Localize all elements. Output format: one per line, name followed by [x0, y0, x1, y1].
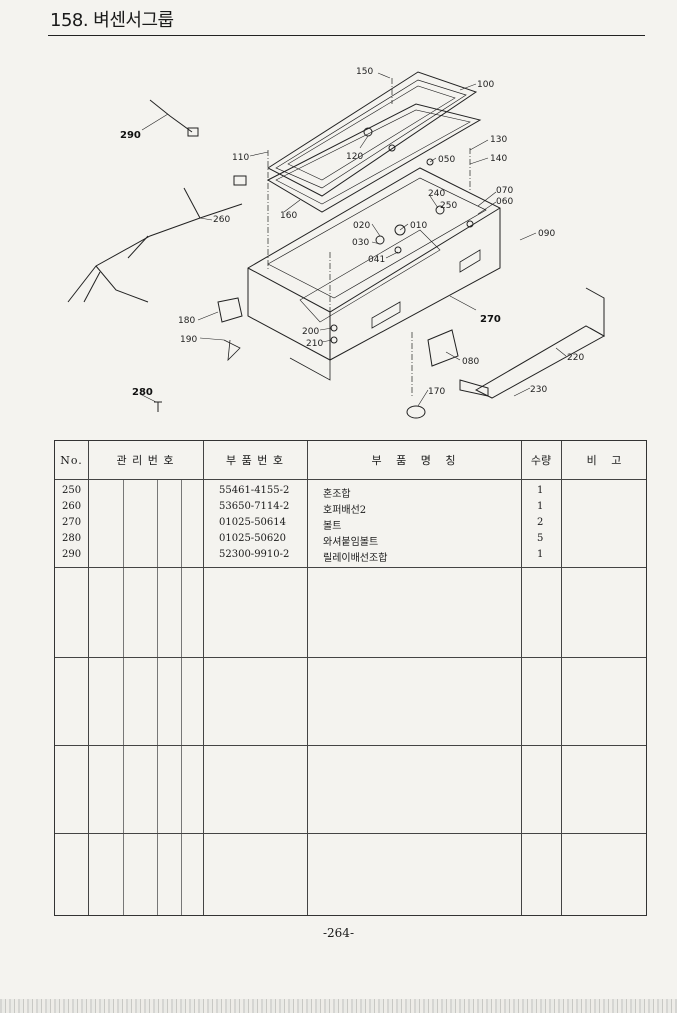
callout-010: 010 [410, 221, 427, 231]
callout-180: 180 [178, 316, 195, 326]
callout-060: 060 [496, 197, 513, 207]
callout-210: 210 [306, 339, 323, 349]
callout-130: 130 [490, 135, 507, 145]
row-part-name: 호퍼배선2 [323, 505, 367, 516]
row-part-no: 01025-50620 [219, 533, 287, 544]
parts-table: No. 관 리 번 호 부 품 번 호 부 품 명 칭 수량 비 고 250 5… [54, 440, 647, 916]
wire-harness [67, 203, 243, 303]
callout-041: 041 [368, 255, 385, 265]
row-qty: 1 [537, 549, 544, 560]
row-part-name: 와셔붙임볼트 [323, 537, 379, 548]
callout-070: 070 [496, 186, 513, 196]
row-part-name: 혼조합 [323, 489, 351, 500]
row-no: 270 [62, 517, 82, 528]
gasket-outline [266, 103, 482, 213]
title-divider [48, 35, 645, 36]
row-no: 260 [62, 501, 82, 512]
parts-diagram: 150 100 290 110 120 050 130 140 160 260 … [67, 67, 606, 419]
row-no: 250 [62, 485, 82, 496]
callout-labels: 150 100 290 110 120 050 130 140 160 260 … [120, 67, 584, 398]
callout-120: 120 [346, 152, 363, 162]
row-qty: 1 [537, 501, 544, 512]
callout-220: 220 [567, 353, 584, 363]
row-part-no: 52300-9910-2 [219, 549, 290, 560]
callout-160: 160 [280, 211, 297, 221]
callout-080: 080 [462, 357, 479, 367]
row-part-no: 01025-50614 [219, 517, 287, 528]
callout-030: 030 [352, 238, 369, 248]
row-part-name: 볼트 [323, 521, 342, 532]
callout-290: 290 [120, 130, 141, 141]
callout-140: 140 [490, 154, 507, 164]
callout-250: 250 [440, 201, 457, 211]
col-header-management-no: 관 리 번 호 [116, 454, 175, 467]
page-number: -264- [322, 926, 354, 940]
callout-190: 190 [180, 335, 197, 345]
connector [233, 175, 247, 186]
box-body [247, 167, 501, 361]
page-title: 158. 벼센서그룹 [50, 10, 174, 31]
callout-270: 270 [480, 314, 501, 325]
row-qty: 5 [537, 533, 544, 544]
callout-090: 090 [538, 229, 555, 239]
callout-150: 150 [356, 67, 373, 77]
callout-050: 050 [438, 155, 455, 165]
row-part-name: 릴레이배선조합 [323, 553, 388, 564]
callout-170: 170 [428, 387, 445, 397]
col-header-no: No. [60, 453, 83, 467]
callout-240: 240 [428, 189, 445, 199]
row-no: 290 [62, 549, 82, 560]
row-part-no: 55461-4155-2 [219, 485, 290, 496]
row-qty: 1 [537, 485, 544, 496]
lid-outline [267, 71, 478, 197]
cover-plate [427, 329, 459, 367]
callout-200: 200 [302, 327, 319, 337]
callout-020: 020 [353, 221, 370, 231]
col-header-part-name: 부 품 명 칭 [371, 454, 457, 467]
row-no: 280 [62, 533, 82, 544]
callout-280: 280 [132, 387, 153, 398]
callout-110: 110 [232, 153, 249, 163]
scan-artifact-edge [0, 999, 677, 1013]
col-header-part-no: 부 품 번 호 [226, 454, 284, 467]
col-header-qty: 수량 [530, 454, 552, 467]
callout-100: 100 [477, 80, 494, 90]
callout-260: 260 [213, 215, 230, 225]
row-part-no: 53650-7114-2 [219, 501, 290, 512]
callout-230: 230 [530, 385, 547, 395]
col-header-remarks: 비 고 [586, 454, 623, 467]
row-qty: 2 [537, 517, 544, 528]
